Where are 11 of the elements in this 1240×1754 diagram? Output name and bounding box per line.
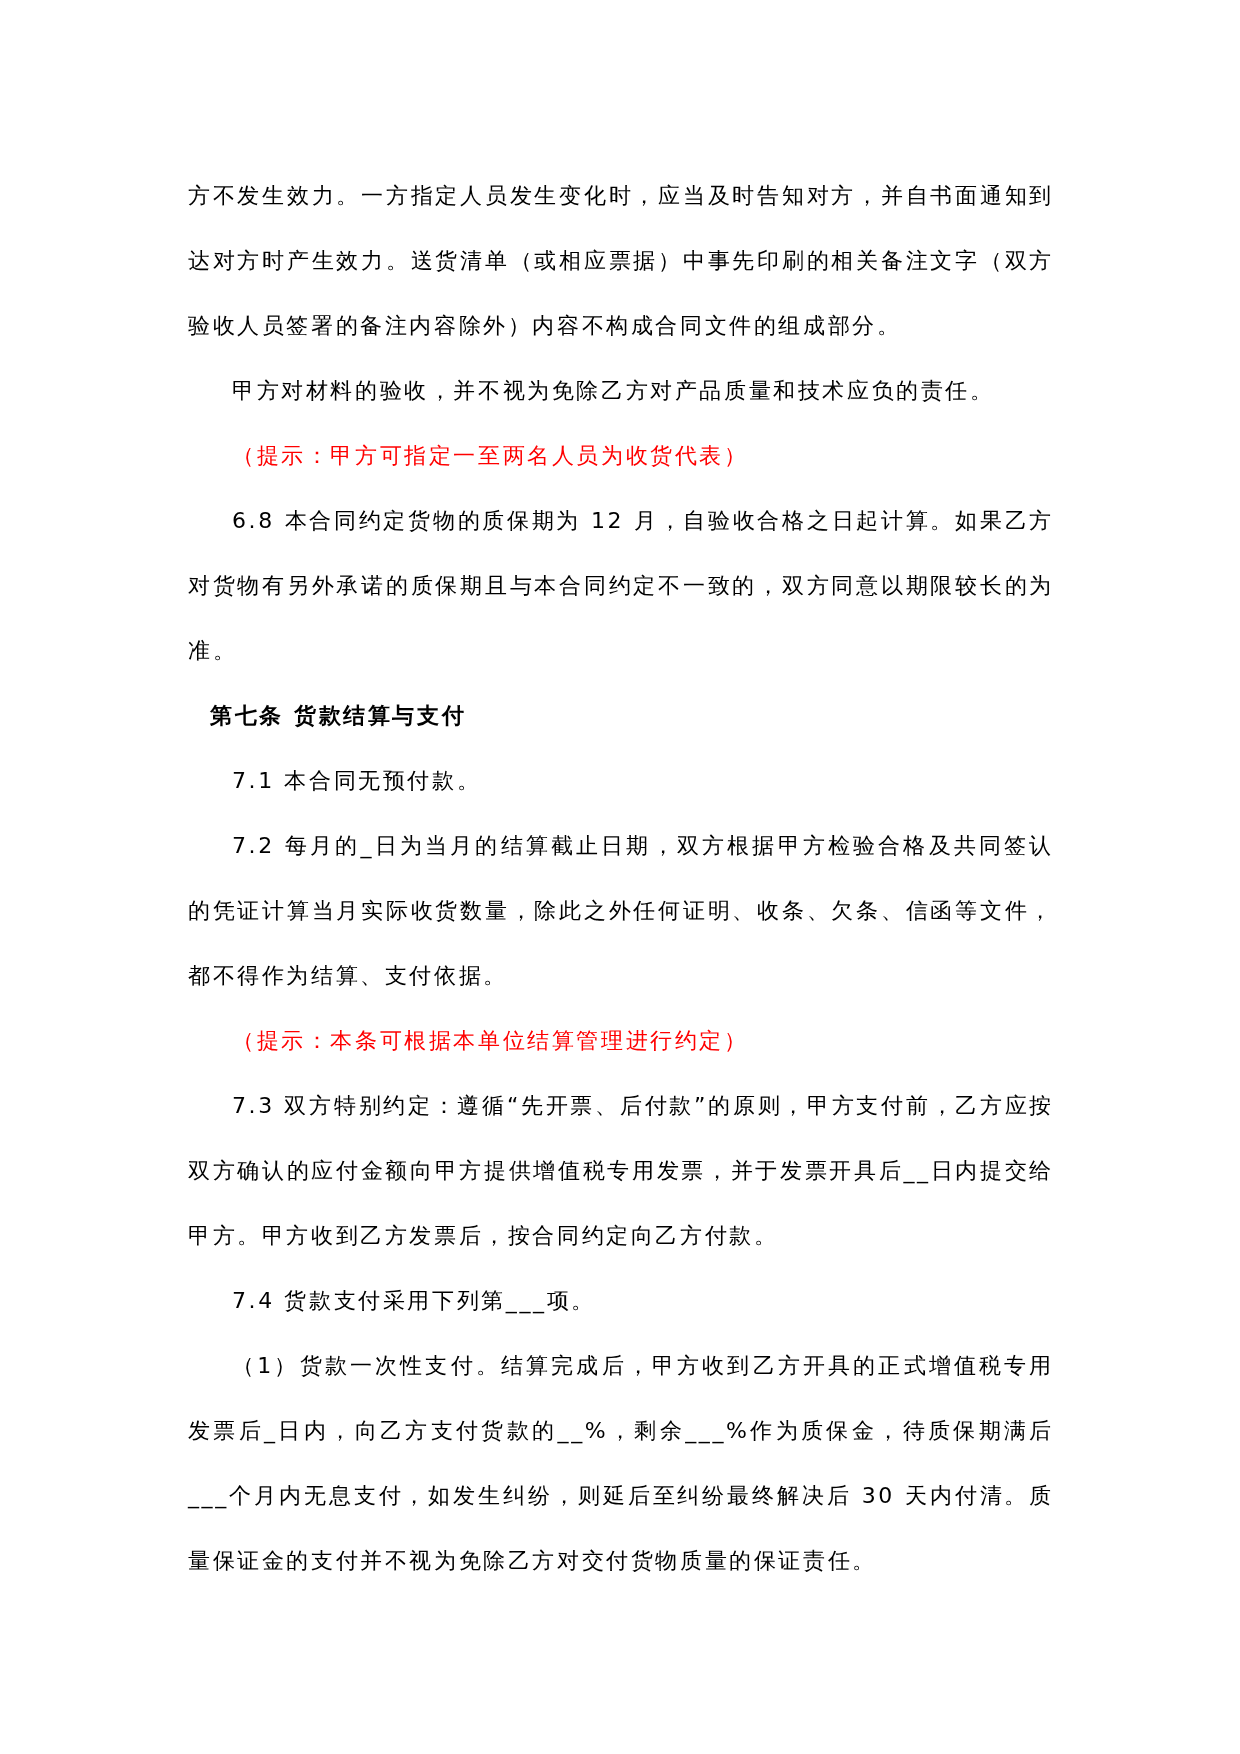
contract-paragraph: 7.3 双方特别约定：遵循“先开票、后付款”的原则，甲方支付前，乙方应按双方确认的应付金额向甲方提供增值税专用发票，并于发票开具后__日内提交给甲方。甲方收到乙方发票后，按合同约定向乙方付款。 (188, 1092, 1054, 1250)
section-heading: 第七条 货款结算与支付 (209, 702, 468, 730)
hint-note: （提示：甲方可指定一至两名人员为收货代表） (231, 442, 750, 470)
contract-paragraph: （1）货款一次性支付。结算完成后，甲方收到乙方开具的正式增值税专用发票后_日内，向乙方支付货款的__%，剩余___%作为质保金，待质保期满后___个月内无息支付，如发生纠纷，则延后至纠纷最终解决后 30 天内付清。质量保证金的支付并不视为免除乙方对交付货物质量的保证责任。 (188, 1352, 1054, 1575)
contract-paragraph: 7.1 本合同无预付款。 (231, 767, 483, 795)
hint-note: （提示：本条可根据本单位结算管理进行约定） (231, 1027, 750, 1055)
contract-paragraph: 甲方对材料的验收，并不视为免除乙方对产品质量和技术应负的责任。 (231, 377, 996, 405)
contract-paragraph: 6.8 本合同约定货物的质保期为 12 月，自验收合格之日起计算。如果乙方对货物有另外承诺的质保期且与本合同约定不一致的，双方同意以期限较长的为准。 (188, 507, 1054, 665)
contract-paragraph: 7.2 每月的_日为当月的结算截止日期，双方根据甲方检验合格及共同签认的凭证计算当月实际收货数量，除此之外任何证明、收条、欠条、信函等文件，都不得作为结算、支付依据。 (188, 832, 1054, 990)
contract-paragraph: 方不发生效力。一方指定人员发生变化时，应当及时告知对方，并自书面通知到达对方时产生效力。送货清单（或相应票据）中事先印刷的相关备注文字（双方验收人员签署的备注内容除外）内容不构成合同文件的组成部分。 (188, 182, 1054, 340)
contract-paragraph: 7.4 货款支付采用下列第___项。 (231, 1287, 597, 1316)
